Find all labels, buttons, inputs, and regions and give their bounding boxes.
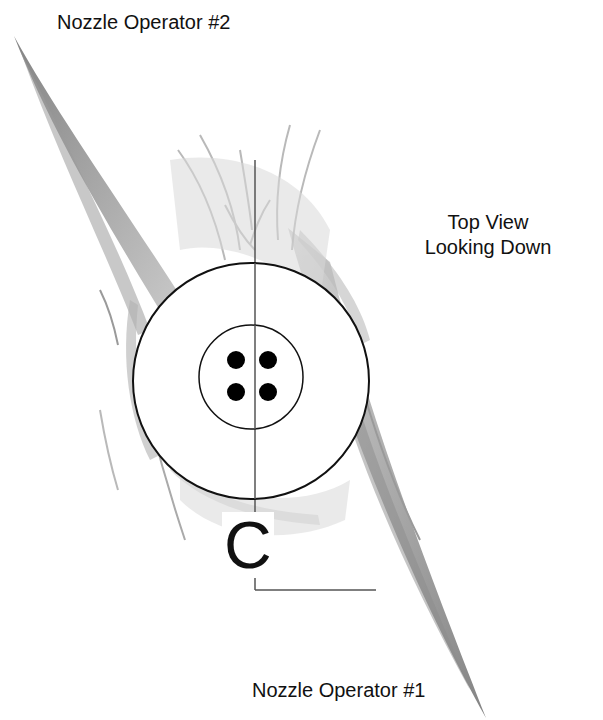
center-line-foot [255,589,376,591]
operator-label: Nozzle Operator #2 [57,10,230,35]
center-line-inner [254,325,256,429]
inner-circle [199,325,303,429]
center-line-over [254,263,256,499]
outer-circle [133,263,369,499]
operator-label: Nozzle Operator #1 [252,678,425,703]
view-note: Top View Looking Down [423,210,553,260]
hole-dots [227,351,277,401]
centerline-symbol: C [222,512,274,578]
